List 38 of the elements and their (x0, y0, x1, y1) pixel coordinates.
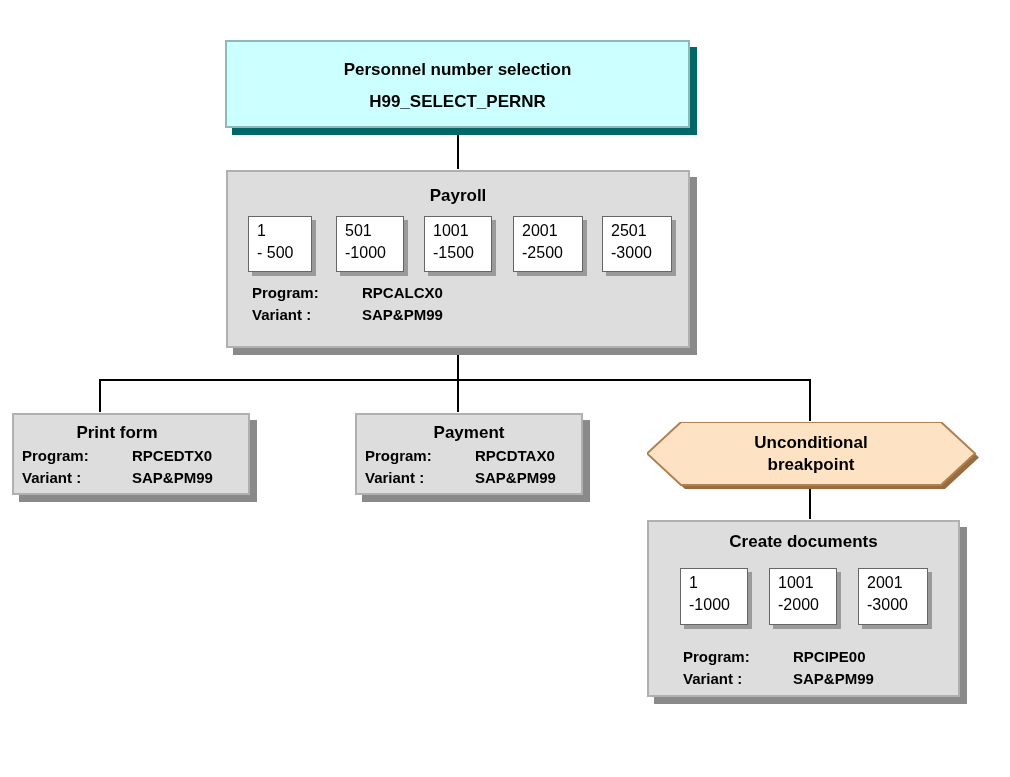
range-start: 501 (345, 222, 372, 240)
field-label: Program: (683, 648, 750, 665)
range-start: 1 (257, 222, 266, 240)
field-label: Program: (252, 284, 319, 301)
field-value: RPCEDTX0 (132, 447, 213, 464)
field-value: RPCALCX0 (362, 284, 443, 301)
range-end: - 500 (257, 244, 294, 262)
field-value: SAP&PM99 (793, 670, 874, 687)
range-start: 2001 (867, 574, 903, 592)
range-start: 1001 (433, 222, 469, 240)
box-title: Personnel number selection (342, 60, 573, 80)
box-title: Print form (75, 423, 159, 443)
field-label: Variant : (252, 306, 312, 323)
range-end: -3000 (867, 596, 908, 614)
range-end: -2500 (522, 244, 563, 262)
box-title: Payment (432, 423, 506, 443)
field-value: SAP&PM99 (475, 469, 556, 486)
range-end: -1500 (433, 244, 474, 262)
field-label: Variant : (683, 670, 743, 687)
field-label: Program: (365, 447, 432, 464)
field-value: RPCIPE00 (793, 648, 866, 665)
range-end: -2000 (778, 596, 819, 614)
range-start: 1001 (778, 574, 814, 592)
range-start: 1 (689, 574, 698, 592)
range-start: 2501 (611, 222, 647, 240)
field-value: SAP&PM99 (362, 306, 443, 323)
range-end: -3000 (611, 244, 652, 262)
field-label: Variant : (365, 469, 425, 486)
range-end: -1000 (345, 244, 386, 262)
box-title: Payroll (428, 186, 488, 206)
box-title: Create documents (728, 532, 879, 552)
field-value: RPCDTAX0 (475, 447, 555, 464)
field-label: Program: (22, 447, 89, 464)
range-end: -1000 (689, 596, 730, 614)
program-name: H99_SELECT_PERNR (368, 92, 547, 112)
field-label: Variant : (22, 469, 82, 486)
field-value: SAP&PM99 (132, 469, 213, 486)
range-start: 2001 (522, 222, 558, 240)
